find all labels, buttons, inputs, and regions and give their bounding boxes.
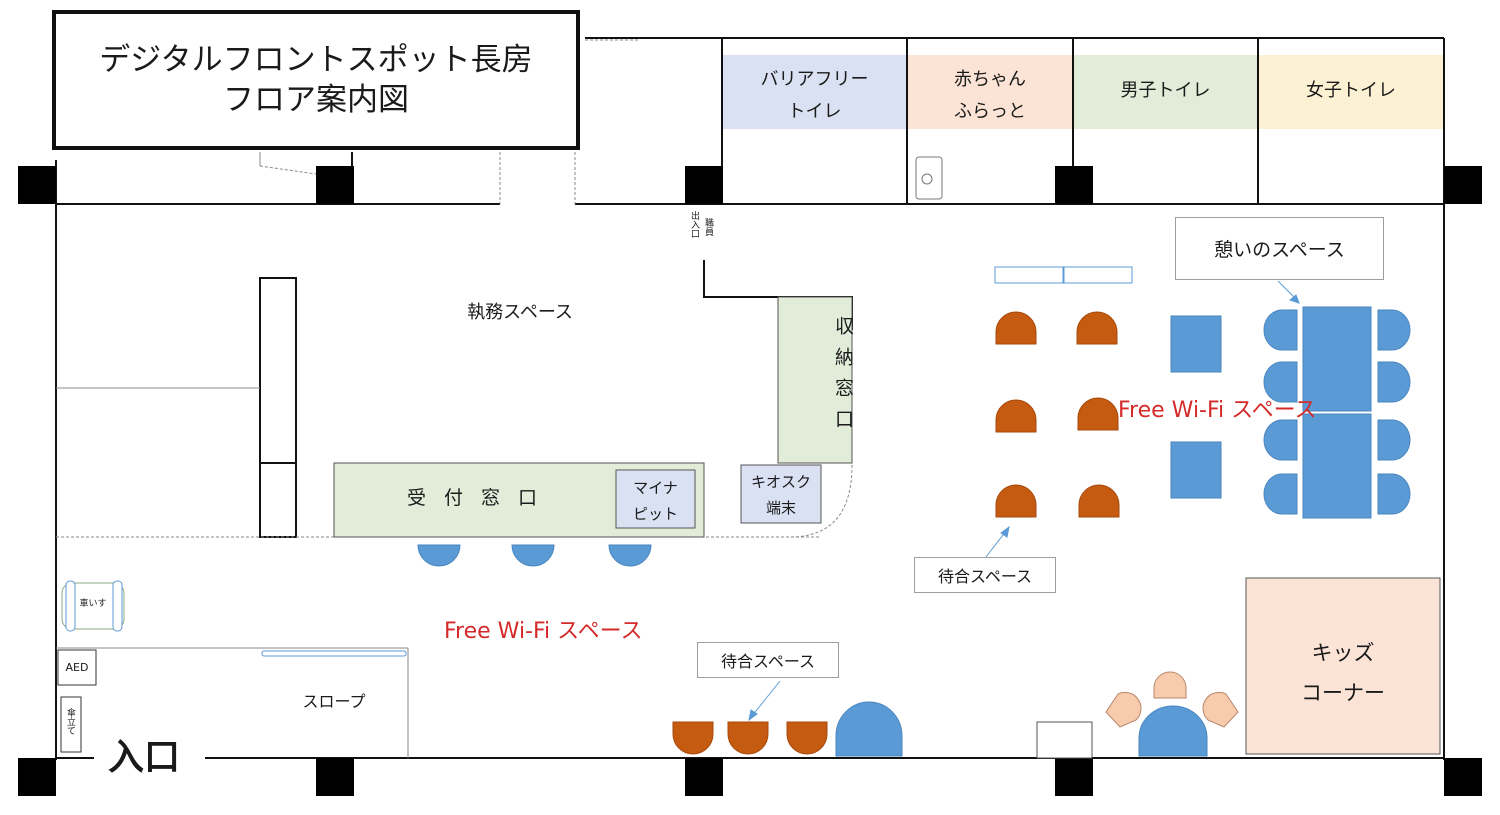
- slope-label: スロープ: [302, 692, 366, 711]
- mens-toilet-band: [1074, 55, 1257, 129]
- chair-icon: [995, 399, 1037, 433]
- title-line2: フロア案内図: [223, 82, 409, 118]
- slope-rail: [261, 650, 407, 657]
- wheelchair-label: 車いす: [79, 599, 107, 609]
- chair-icon: [1377, 419, 1411, 461]
- rest-table: [1302, 306, 1372, 412]
- chair-icon: [1263, 473, 1298, 515]
- chair-icon: [1263, 419, 1298, 461]
- kids-corner-label: キッズ コーナー: [1301, 641, 1385, 705]
- baby-room-band: [908, 55, 1072, 129]
- chair-icon: [727, 721, 769, 755]
- pillar: [316, 166, 354, 204]
- chair-icon: [417, 544, 461, 567]
- chair-icon: [1377, 361, 1411, 403]
- storage-window-box: [777, 296, 853, 464]
- womens-toilet-label: 女子トイレ: [1306, 80, 1396, 101]
- chair-icon: [511, 544, 555, 567]
- chair-icon: [995, 311, 1037, 345]
- waiting-space-label-bottom: 待合スペース: [697, 642, 839, 678]
- pillar: [1055, 758, 1093, 796]
- kiosk-label: キオスク 端末: [750, 473, 811, 517]
- pillar: [685, 166, 723, 204]
- chair-icon: [1077, 397, 1119, 431]
- pillar: [316, 758, 354, 796]
- kids-table: [1138, 705, 1208, 757]
- chair-icon: [1377, 309, 1411, 351]
- small-table: [1170, 441, 1222, 499]
- chair-icon: [786, 721, 828, 755]
- aed-box: [57, 649, 97, 686]
- barrier-free-toilet-label: バリアフリー トイレ: [760, 69, 869, 122]
- entrance-label: 入口: [108, 737, 181, 778]
- barrier-free-toilet-band: [723, 55, 906, 129]
- office-space-label: 執務スペース: [467, 302, 573, 323]
- chair-icon: [995, 484, 1037, 518]
- umbrella-stand-box: [60, 696, 82, 753]
- wifi-label-left: Free Wi-Fi スペース: [444, 619, 643, 644]
- rest-chairs: [1263, 309, 1411, 515]
- mynapit-label: マイナ ピット: [632, 479, 678, 523]
- chair-icon: [1377, 473, 1411, 515]
- wheelchair-box: [61, 582, 125, 630]
- waiting-chairs-bottom: [672, 721, 828, 755]
- pillar: [18, 166, 56, 204]
- chair-icon: [1263, 309, 1298, 351]
- pillar: [1444, 758, 1482, 796]
- kids-chair: [1105, 691, 1142, 728]
- storage-window-label: 収納窓口: [832, 316, 854, 440]
- chair-icon: [608, 544, 652, 567]
- floor-guide-title: デジタルフロントスポット長房 フロア案内図: [52, 10, 580, 150]
- kids-corner-area: [1245, 577, 1441, 755]
- wifi-label-right: Free Wi-Fi スペース: [1118, 398, 1317, 423]
- chair-icon: [672, 721, 714, 755]
- rest-space-label: 憩いのスペース: [1175, 217, 1384, 280]
- baby-room-label: 赤ちゃん ふらっと: [954, 69, 1026, 122]
- small-table: [1170, 315, 1222, 373]
- waiting-chairs-right: [995, 311, 1120, 518]
- mynapit-box: [615, 469, 696, 529]
- womens-toilet-band: [1259, 55, 1443, 129]
- arrows: [748, 280, 1300, 722]
- blue-bench: [835, 701, 903, 757]
- staff-door-label-col2: 出入口: [689, 211, 699, 238]
- staff-door-label-col1: 職員: [703, 218, 713, 236]
- bench: [994, 266, 1064, 284]
- chair-icon: [1263, 361, 1298, 403]
- title-line1: デジタルフロントスポット長房: [99, 42, 533, 78]
- sink-icon: [915, 156, 943, 200]
- chair-icon: [1078, 484, 1120, 518]
- pillar: [18, 758, 56, 796]
- kids-chair: [1153, 671, 1187, 699]
- reception-chairs: [417, 544, 652, 567]
- bench: [1063, 266, 1133, 284]
- kids-chair: [1202, 691, 1239, 728]
- storage-box: [1036, 721, 1093, 759]
- pillar: [1055, 166, 1093, 204]
- reception-label: 受 付 窓 口: [406, 487, 544, 509]
- pillars: [18, 166, 1482, 796]
- pillar: [685, 758, 723, 796]
- pillar: [1444, 166, 1482, 204]
- waiting-space-label-right: 待合スペース: [914, 557, 1056, 593]
- chair-icon: [1076, 311, 1118, 345]
- aed-label: AED: [65, 661, 89, 674]
- mens-toilet-label: 男子トイレ: [1120, 80, 1211, 101]
- rest-table: [1302, 413, 1372, 519]
- kiosk-box: [740, 464, 822, 524]
- umbrella-stand-label: 傘立て: [65, 708, 75, 735]
